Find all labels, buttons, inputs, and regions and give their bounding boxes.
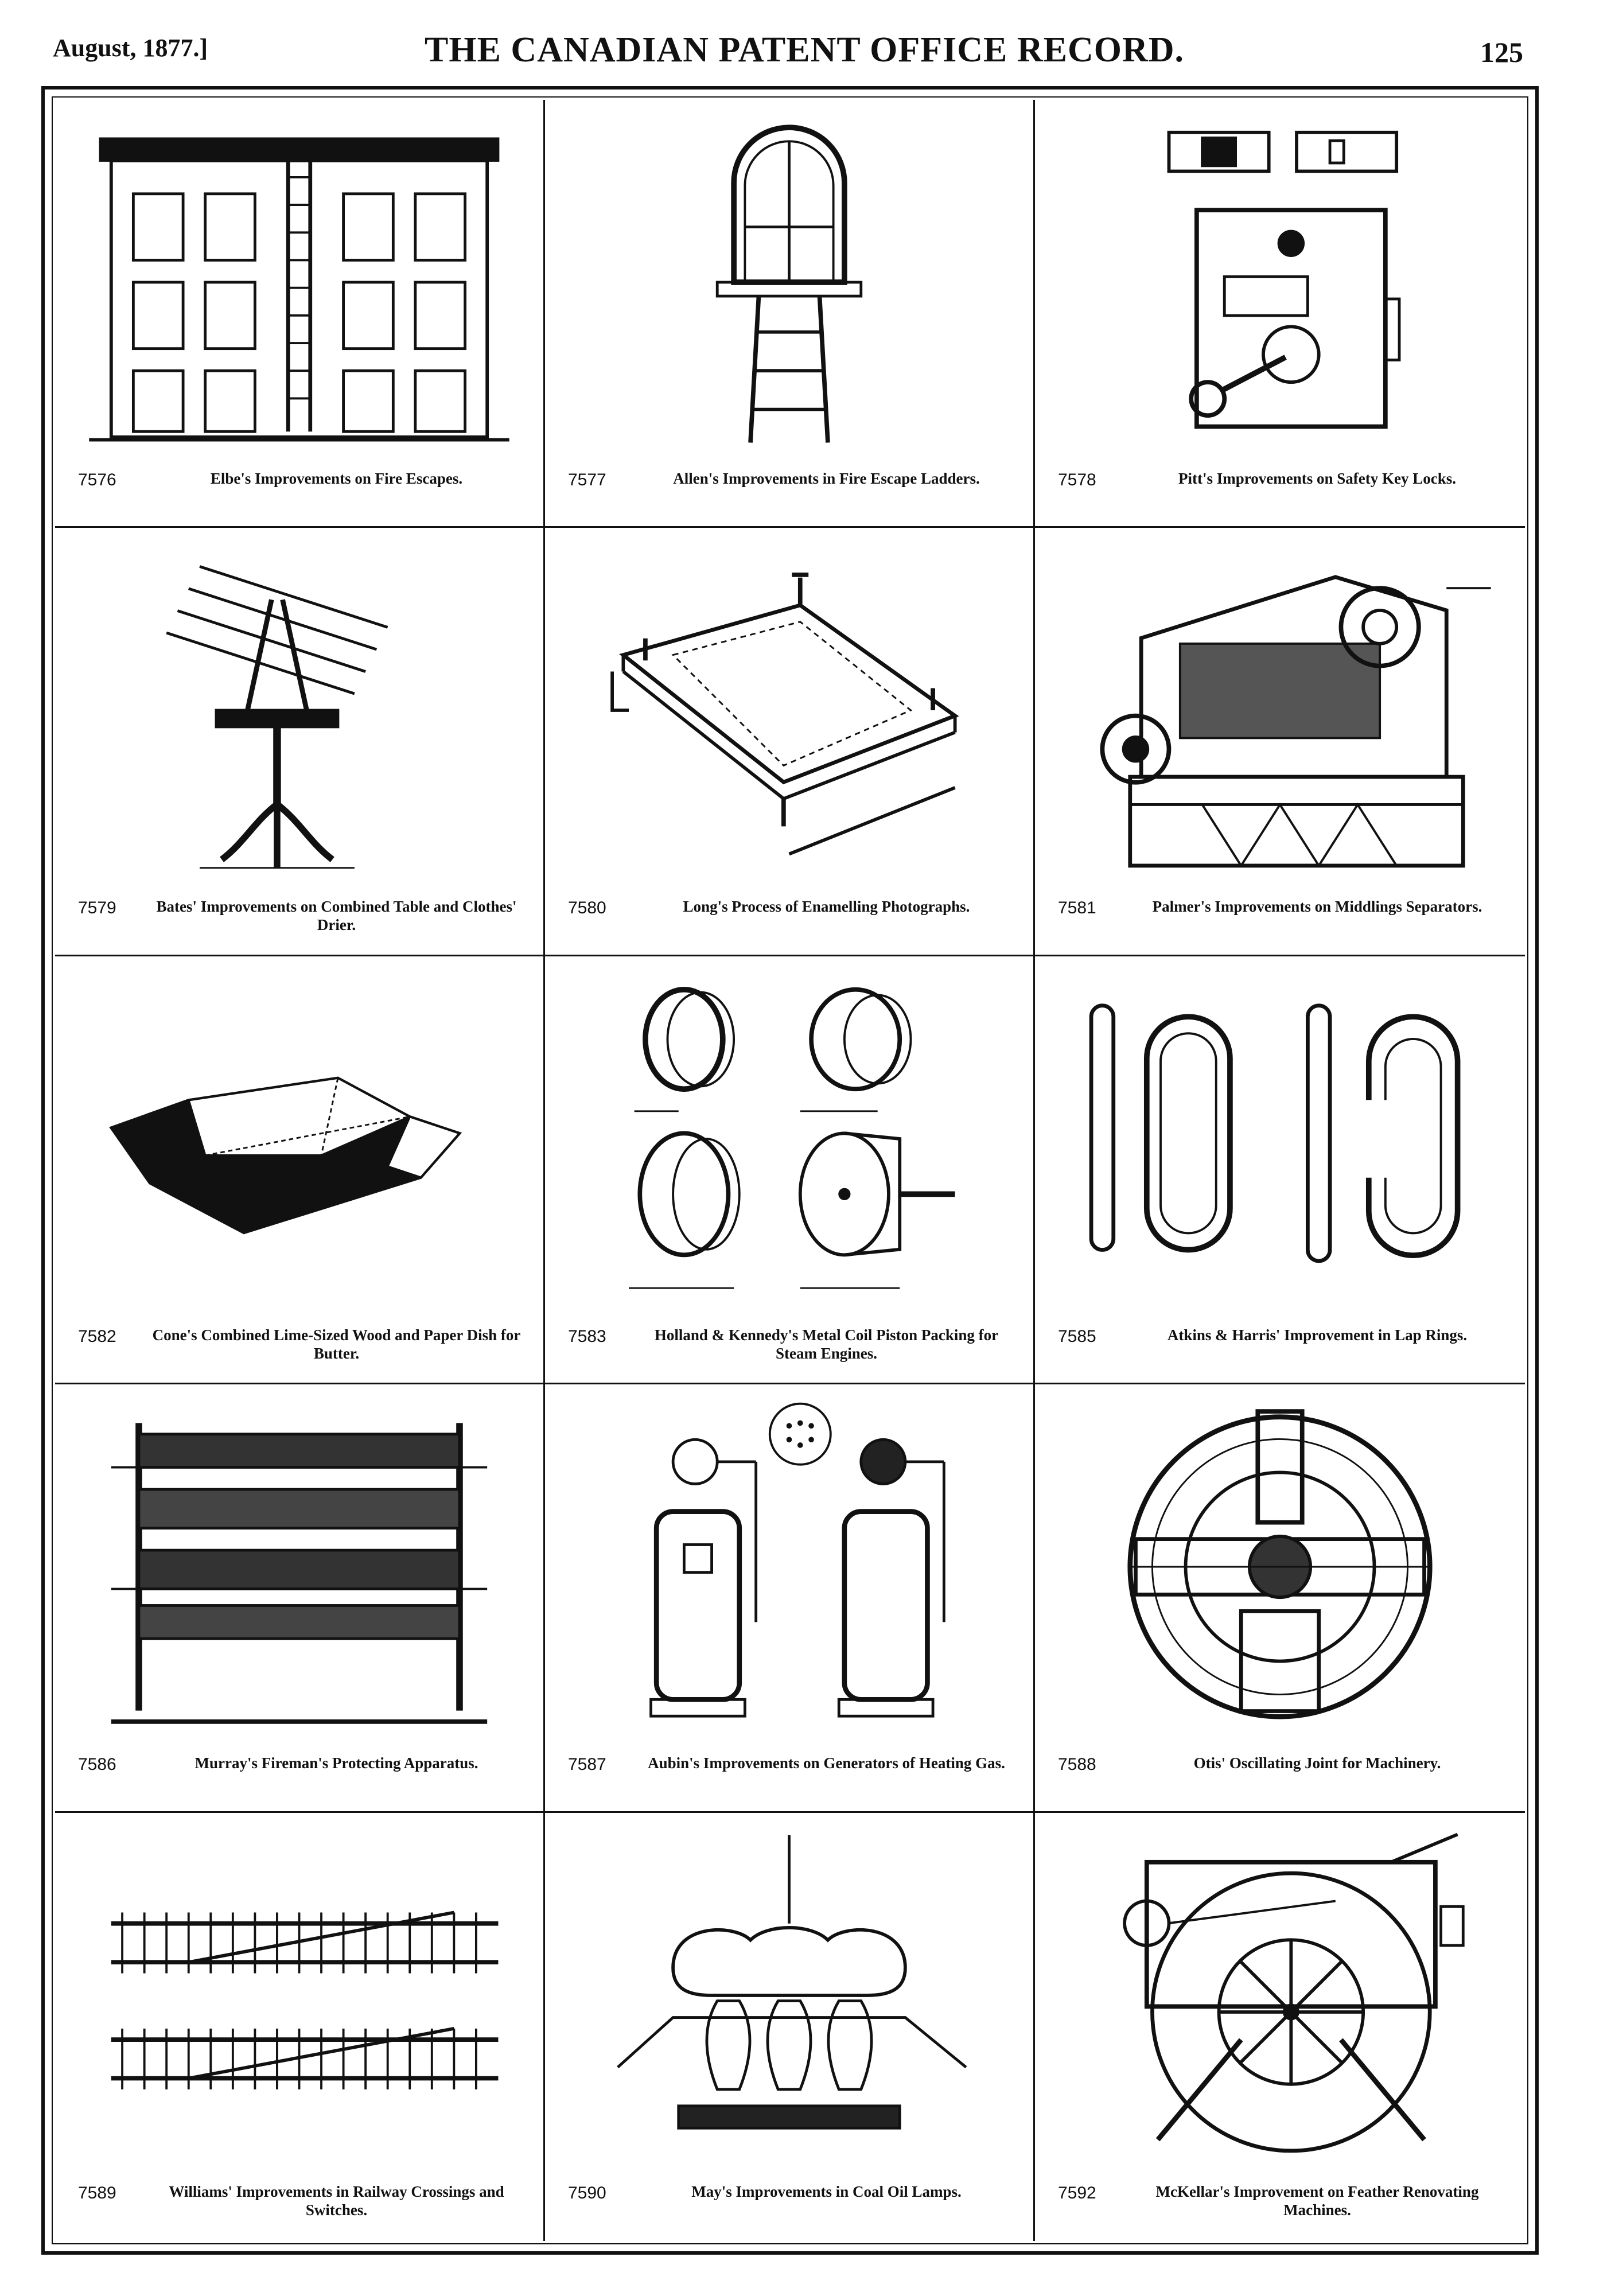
patent-number: 7577 — [568, 470, 606, 489]
patent-cell: 7580 Long's Process of Enamelling Photog… — [545, 528, 1035, 956]
patent-caption: 7579 Bates' Improvements on Combined Tab… — [78, 895, 526, 941]
patent-title: Palmer's Improvements on Middlings Separ… — [1152, 898, 1482, 916]
patent-title: McKellar's Improvement on Feather Renova… — [1155, 2182, 1479, 2219]
patent-number: 7590 — [568, 2183, 606, 2202]
patent-cell: 7582 Cone's Combined Lime-Sized Wood and… — [55, 956, 545, 1385]
patent-caption: 7583 Holland & Kennedy's Metal Coil Pist… — [568, 1324, 1016, 1369]
clothes-drier-illustration — [78, 538, 520, 882]
patent-number: 7585 — [1058, 1326, 1096, 1346]
patent-cell: 7583 Holland & Kennedy's Metal Coil Pist… — [545, 956, 1035, 1385]
railway-tracks-illustration — [78, 1823, 520, 2167]
patent-cell: 7586 Murray's Fireman's Protecting Appar… — [55, 1384, 545, 1813]
patent-title: Elbe's Improvements on Fire Escapes. — [210, 470, 463, 487]
patent-caption: 7578 Pitt's Improvements on Safety Key L… — [1058, 467, 1508, 513]
patent-number: 7576 — [78, 470, 116, 489]
patent-caption: 7588 Otis' Oscillating Joint for Machine… — [1058, 1752, 1508, 1797]
page-header: August, 1877.] THE CANADIAN PATENT OFFIC… — [0, 0, 1615, 86]
patent-cell: 7576 Elbe's Improvements on Fire Escapes… — [55, 100, 545, 528]
patent-caption: 7580 Long's Process of Enamelling Photog… — [568, 895, 1016, 941]
patent-title: Bates' Improvements on Combined Table an… — [156, 898, 517, 934]
enamelling-frame-illustration — [568, 538, 1010, 882]
patent-caption: 7585 Atkins & Harris' Improvement in Lap… — [1058, 1324, 1508, 1369]
patent-title: Cone's Combined Lime-Sized Wood and Pape… — [152, 1326, 521, 1362]
patent-cell: 7587 Aubin's Improvements on Generators … — [545, 1384, 1035, 1813]
building-fire-escape-illustration — [78, 110, 520, 454]
protecting-rack-illustration — [78, 1395, 520, 1739]
patent-number: 7578 — [1058, 470, 1096, 489]
patent-caption: 7582 Cone's Combined Lime-Sized Wood and… — [78, 1324, 526, 1369]
patent-cell: 7588 Otis' Oscillating Joint for Machine… — [1035, 1384, 1525, 1813]
patent-cell: 7592 McKellar's Improvement on Feather R… — [1035, 1813, 1525, 2241]
issue-date: August, 1877.] — [53, 34, 208, 62]
patent-title: Murray's Fireman's Protecting Apparatus. — [194, 1754, 478, 1772]
patent-number: 7580 — [568, 898, 606, 918]
patent-caption: 7577 Allen's Improvements in Fire Escape… — [568, 467, 1016, 513]
feather-machine-illustration — [1058, 1823, 1502, 2167]
patent-cell: 7578 Pitt's Improvements on Safety Key L… — [1035, 100, 1525, 528]
window-ladder-illustration — [568, 110, 1010, 454]
butter-dish-illustration — [78, 967, 520, 1311]
patent-caption: 7589 Williams' Improvements in Railway C… — [78, 2180, 526, 2226]
patent-title: Atkins & Harris' Improvement in Lap Ring… — [1167, 1326, 1468, 1344]
patent-number: 7583 — [568, 1326, 606, 1346]
patent-caption: 7576 Elbe's Improvements on Fire Escapes… — [78, 467, 526, 513]
lap-rings-illustration — [1058, 967, 1502, 1311]
key-lock-illustration — [1058, 110, 1502, 454]
oscillating-joint-illustration — [1058, 1395, 1502, 1739]
piston-rings-illustration — [568, 967, 1010, 1311]
page-number: 125 — [1480, 36, 1523, 68]
patent-caption: 7587 Aubin's Improvements on Generators … — [568, 1752, 1016, 1797]
patent-title: Long's Process of Enamelling Photographs… — [683, 898, 970, 916]
patent-caption: 7586 Murray's Fireman's Protecting Appar… — [78, 1752, 526, 1797]
patent-title: Aubin's Improvements on Generators of He… — [648, 1754, 1005, 1772]
patent-title: Otis' Oscillating Joint for Machinery. — [1193, 1754, 1441, 1772]
patent-number: 7589 — [78, 2183, 116, 2202]
gas-generator-illustration — [568, 1395, 1010, 1739]
patent-title: May's Improvements in Coal Oil Lamps. — [691, 2182, 962, 2200]
patent-caption: 7581 Palmer's Improvements on Middlings … — [1058, 895, 1508, 941]
patent-title: Pitt's Improvements on Safety Key Locks. — [1178, 470, 1456, 487]
patent-number: 7587 — [568, 1755, 606, 1774]
publication-title: THE CANADIAN PATENT OFFICE RECORD. — [425, 30, 1185, 69]
patent-number: 7586 — [78, 1755, 116, 1774]
patent-grid: 7576 Elbe's Improvements on Fire Escapes… — [55, 100, 1525, 2241]
oil-lamp-illustration — [568, 1823, 1010, 2167]
patent-title: Williams' Improvements in Railway Crossi… — [169, 2182, 504, 2219]
patent-cell: 7585 Atkins & Harris' Improvement in Lap… — [1035, 956, 1525, 1385]
page-frame: 7576 Elbe's Improvements on Fire Escapes… — [41, 86, 1539, 2255]
patent-title: Allen's Improvements in Fire Escape Ladd… — [673, 470, 980, 487]
patent-caption: 7592 McKellar's Improvement on Feather R… — [1058, 2180, 1508, 2226]
inner-rule — [52, 96, 1528, 2244]
patent-number: 7588 — [1058, 1755, 1096, 1774]
patent-cell: 7589 Williams' Improvements in Railway C… — [55, 1812, 545, 2241]
patent-title: Holland & Kennedy's Metal Coil Piston Pa… — [654, 1326, 999, 1362]
patent-cell: 7590 May's Improvements in Coal Oil Lamp… — [545, 1812, 1035, 2241]
patent-number: 7579 — [78, 898, 116, 918]
patent-number: 7582 — [78, 1326, 116, 1346]
patent-cell: 7579 Bates' Improvements on Combined Tab… — [55, 528, 545, 956]
patent-number: 7592 — [1058, 2183, 1096, 2202]
patent-cell: 7577 Allen's Improvements in Fire Escape… — [545, 100, 1035, 528]
patent-number: 7581 — [1058, 898, 1096, 918]
patent-caption: 7590 May's Improvements in Coal Oil Lamp… — [568, 2180, 1016, 2226]
middlings-separator-illustration — [1058, 538, 1502, 882]
patent-cell: 7581 Palmer's Improvements on Middlings … — [1035, 528, 1525, 956]
